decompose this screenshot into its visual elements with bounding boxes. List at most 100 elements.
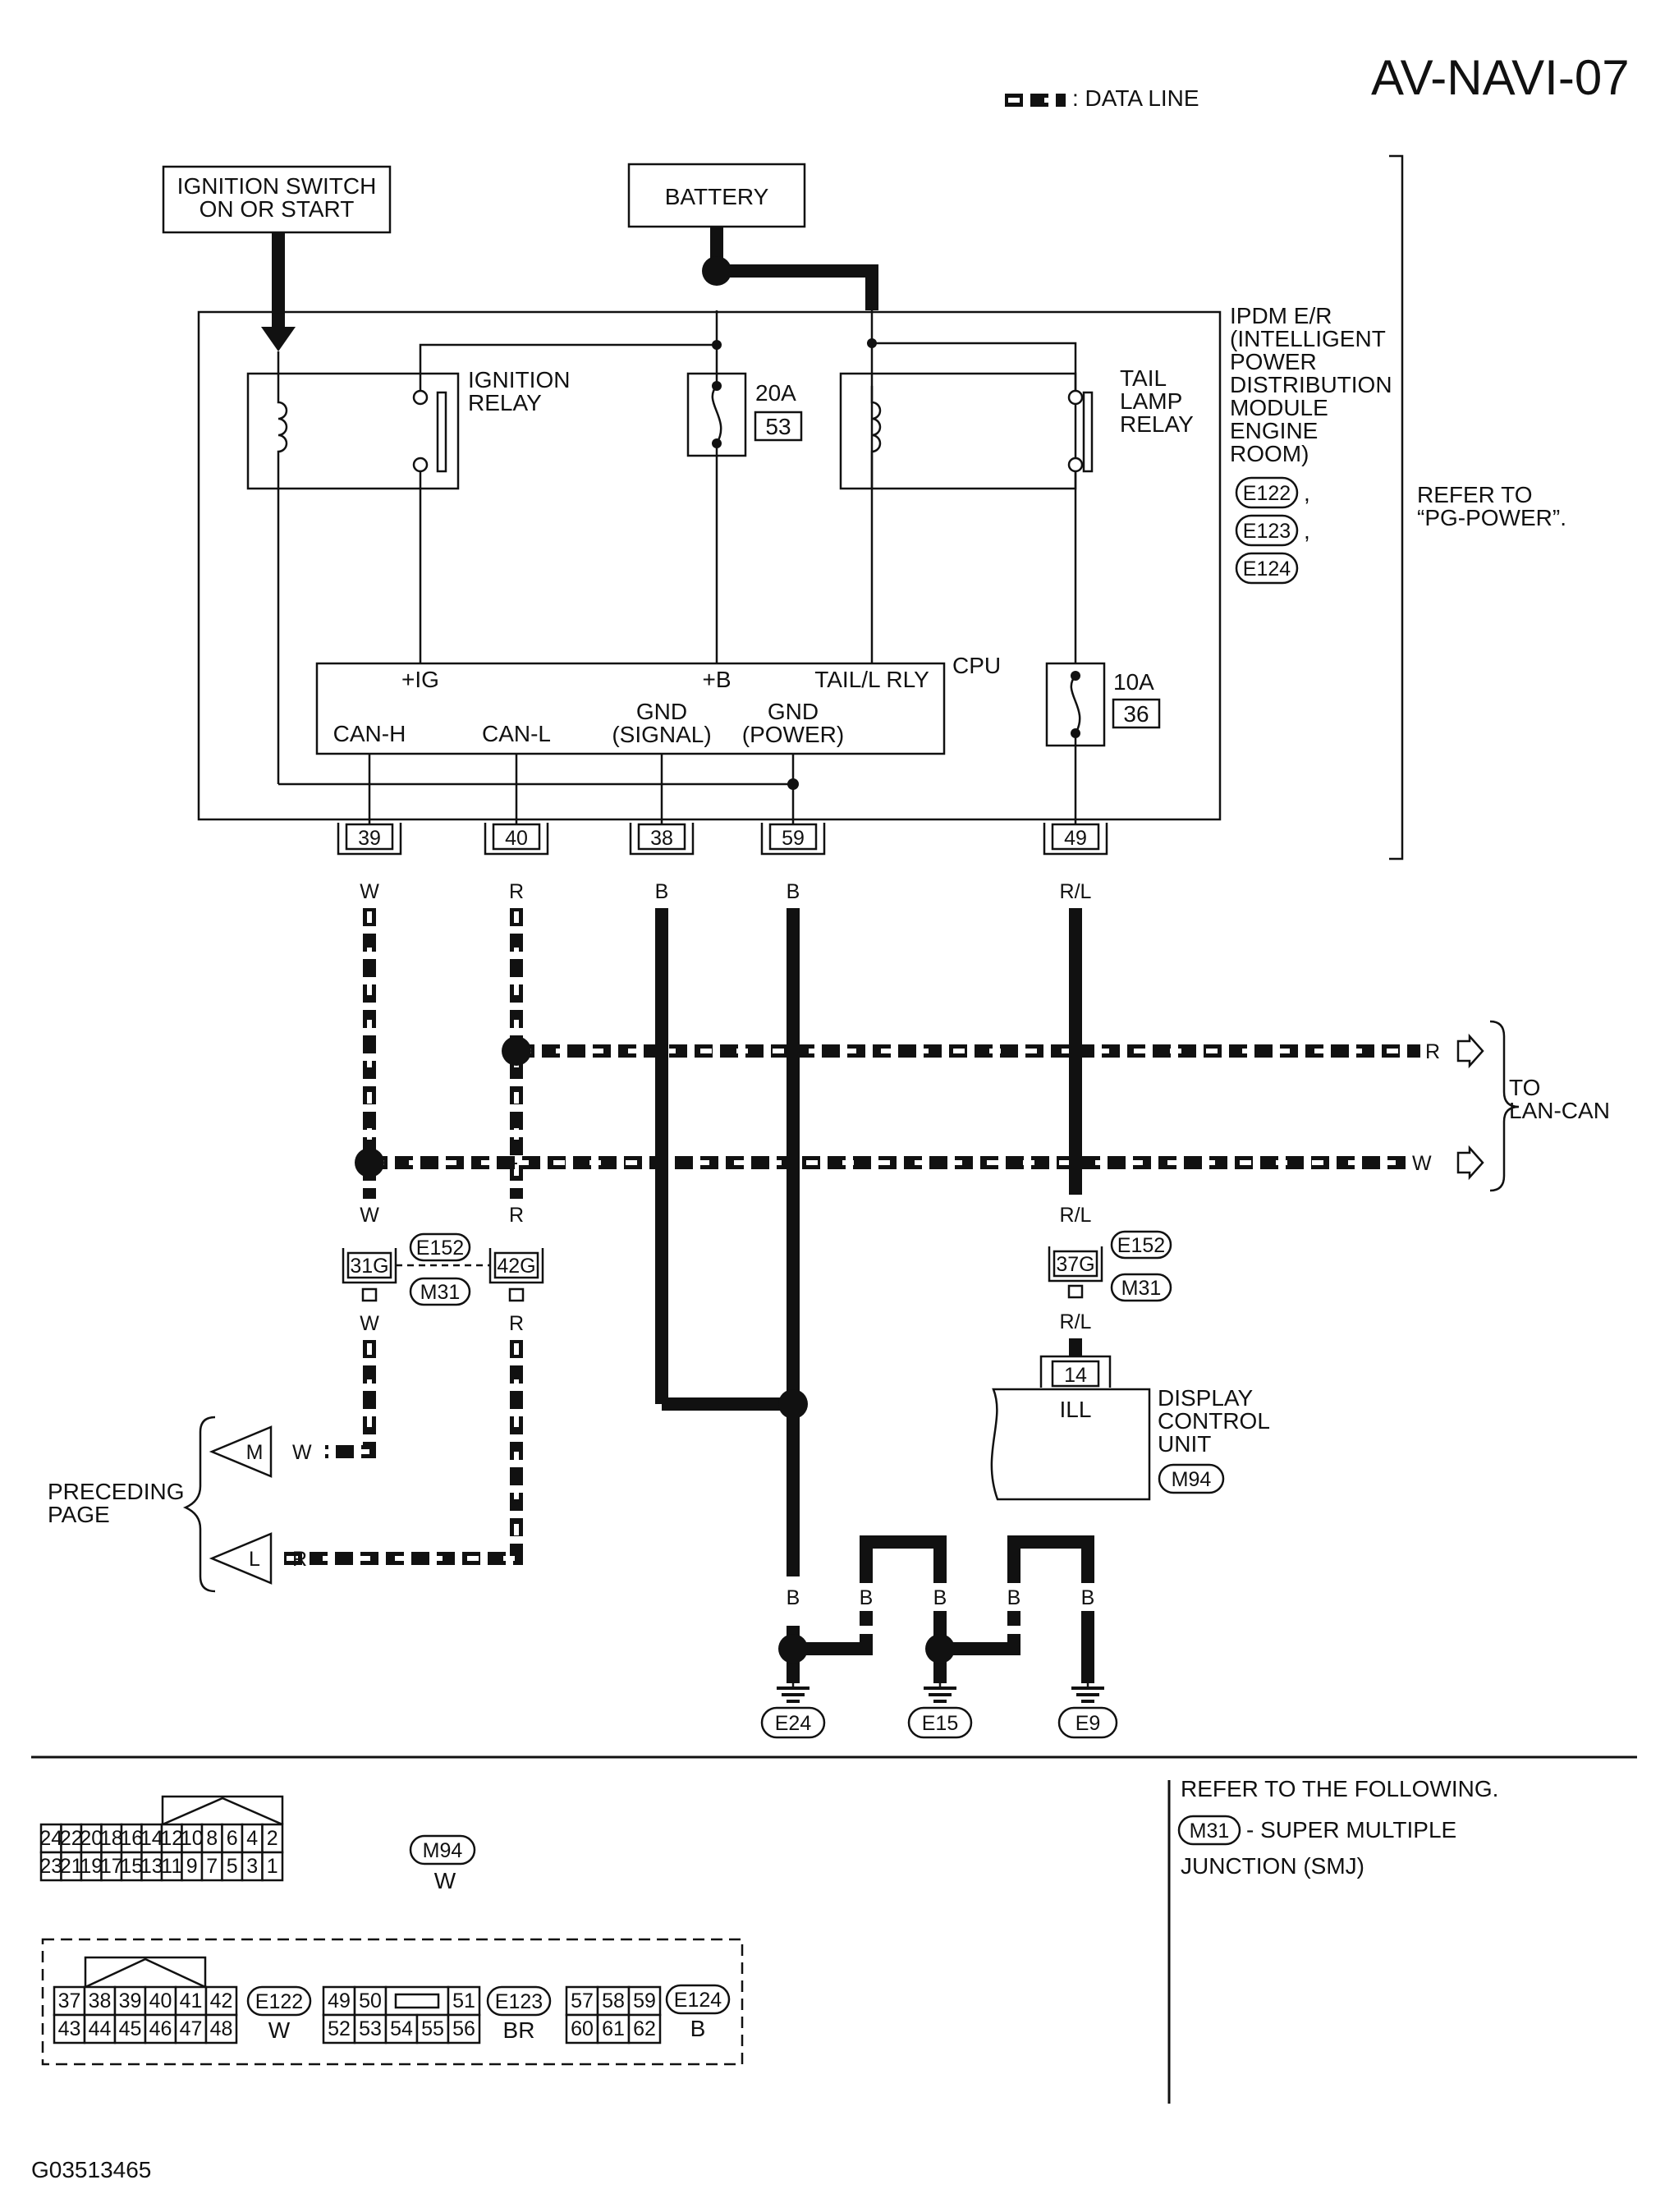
display-pin-14: 14 xyxy=(1039,1355,1112,1388)
ground-wire-color-1: B xyxy=(787,1586,800,1609)
cpu-input-tail: TAIL/L RLY xyxy=(814,667,929,692)
tail-relay-armature xyxy=(1082,391,1094,473)
e122-pin-48: 48 xyxy=(210,2017,233,2040)
ground-symbol-e15 xyxy=(924,1683,956,1703)
m94-pin-6-cell xyxy=(221,1823,244,1854)
terminal-49: 49 xyxy=(1043,823,1108,856)
ipdm-label-7: ROOM) xyxy=(1230,441,1309,466)
cpu-gnd-power-1: GND xyxy=(768,699,819,724)
ground-e24-badge xyxy=(760,1706,826,1739)
e123-pin-54: 54 xyxy=(390,2017,413,2040)
e122-pin-44: 44 xyxy=(89,2017,112,2040)
e124-pin-61-cell xyxy=(596,2013,631,2044)
smj-m31-label: M31 xyxy=(420,1281,461,1304)
wire-color-r-low: R xyxy=(509,1312,524,1335)
display-pin-14-label: 14 xyxy=(1064,1364,1087,1387)
m94-pin-4: 4 xyxy=(246,1827,258,1850)
wire-color-39: W xyxy=(360,880,379,903)
e122-pin-47-cell xyxy=(174,2013,208,2044)
smj-pin-42g-label: 42G xyxy=(497,1255,535,1278)
m94-badge xyxy=(409,1834,476,1866)
preceding-arrow-l-label: L xyxy=(249,1548,260,1571)
display-m94-label: M94 xyxy=(1172,1468,1212,1491)
ground-symbol-e24 xyxy=(777,1683,809,1703)
cpu-box xyxy=(315,662,946,755)
wire-color-40: R xyxy=(509,880,524,903)
battery-bus-left xyxy=(419,310,718,392)
m94-pin-13: 13 xyxy=(140,1855,163,1878)
e122-id: E122 xyxy=(255,1990,303,2013)
e124-pin-58: 58 xyxy=(602,1989,625,2012)
m94-pin-18: 18 xyxy=(100,1827,123,1850)
smj-pin-42g: 42G xyxy=(488,1248,544,1302)
m94-pin-3: 3 xyxy=(246,1855,258,1878)
can-l-to-preceding xyxy=(284,1340,523,1565)
e124-pin-60-cell xyxy=(565,2013,599,2044)
m94-pin-15: 15 xyxy=(120,1855,143,1878)
smj-e152-label-2: E152 xyxy=(1117,1234,1165,1257)
e124-pin-59: 59 xyxy=(633,1989,656,2012)
m94-pin-12: 12 xyxy=(160,1827,183,1850)
m94-id: M94 xyxy=(423,1839,463,1862)
e124-pin-59-cell xyxy=(627,1985,662,2017)
ignition-relay-contact xyxy=(412,457,429,473)
wire-color-r-mid: R xyxy=(509,1204,524,1227)
refer-note-m31-badge xyxy=(1177,1815,1241,1846)
e122-pin-46: 46 xyxy=(149,2017,172,2040)
e123-pin-56: 56 xyxy=(452,2017,475,2040)
ground-e15-label: E15 xyxy=(922,1712,958,1735)
m94-pin-10-cell xyxy=(181,1823,204,1854)
smj-e152-label: E152 xyxy=(416,1237,464,1260)
label-bg xyxy=(1002,1583,1025,1611)
e122-pin-39-cell xyxy=(113,1985,147,2017)
ground-e15-badge xyxy=(907,1706,973,1739)
e123-pin-55: 55 xyxy=(421,2017,444,2040)
wire-color-59: B xyxy=(787,880,800,903)
connector-e124-label: E124 xyxy=(1243,558,1291,581)
e122-pin-37: 37 xyxy=(58,1989,81,2012)
connector-e123-badge xyxy=(1235,514,1299,547)
e123-pin-54-cell xyxy=(384,2013,419,2044)
e122-pin-42: 42 xyxy=(210,1989,233,2012)
refer-note-m31: M31 xyxy=(1190,1820,1230,1843)
ignition-feed-arrow xyxy=(261,327,296,351)
cpu-gnd-signal-1: GND xyxy=(636,699,687,724)
ground-loop-2 xyxy=(1007,1535,1094,1683)
label-bg xyxy=(1076,1583,1099,1611)
ignition-relay-box xyxy=(246,372,460,490)
e122-pin-47: 47 xyxy=(180,2017,203,2040)
ground-symbol-e9 xyxy=(1071,1683,1104,1703)
m94-pin-11: 11 xyxy=(161,1855,182,1878)
tail-lamp-relay-coil xyxy=(870,386,882,489)
e122-pin-41: 41 xyxy=(180,1989,203,2012)
m94-pin-2: 2 xyxy=(267,1827,278,1850)
e122-latch-peak xyxy=(85,1957,206,1989)
e122-pin-40: 40 xyxy=(149,1989,172,2012)
display-unit-label-3: UNIT xyxy=(1158,1431,1211,1457)
cpu-title: CPU xyxy=(952,653,1001,678)
figure-id: G03513465 xyxy=(31,2157,151,2182)
smj-m31-badge-2 xyxy=(1110,1273,1172,1302)
splice-dot xyxy=(712,340,722,350)
ground-e9-badge xyxy=(1057,1706,1118,1739)
smj-e152-badge-2 xyxy=(1110,1230,1172,1260)
m94-pin-19-cell xyxy=(80,1851,103,1882)
refer-note-line-2: - SUPER MULTIPLE xyxy=(1246,1817,1456,1843)
ground-splice-e15 xyxy=(925,1634,955,1664)
smj-e152-badge xyxy=(409,1232,471,1262)
e124-pin-62: 62 xyxy=(633,2017,656,2040)
ipdm-label-5: MODULE xyxy=(1230,395,1328,420)
tail-lamp-relay-label-1: TAIL xyxy=(1120,365,1167,391)
e124-pin-61: 61 xyxy=(602,2017,625,2040)
fuse-10a-number-box xyxy=(1112,698,1161,729)
smj-pin-31g-label: 31G xyxy=(350,1255,388,1278)
lan-can-r-arrow xyxy=(1456,1033,1484,1069)
splice-dot xyxy=(787,778,799,790)
ground-e9-label: E9 xyxy=(1075,1712,1101,1735)
fuse-10a-rating: 10A xyxy=(1113,669,1154,695)
lan-can-label-2: LAN-CAN xyxy=(1509,1098,1610,1123)
ignition-switch-label-1: IGNITION SWITCH xyxy=(177,173,377,199)
